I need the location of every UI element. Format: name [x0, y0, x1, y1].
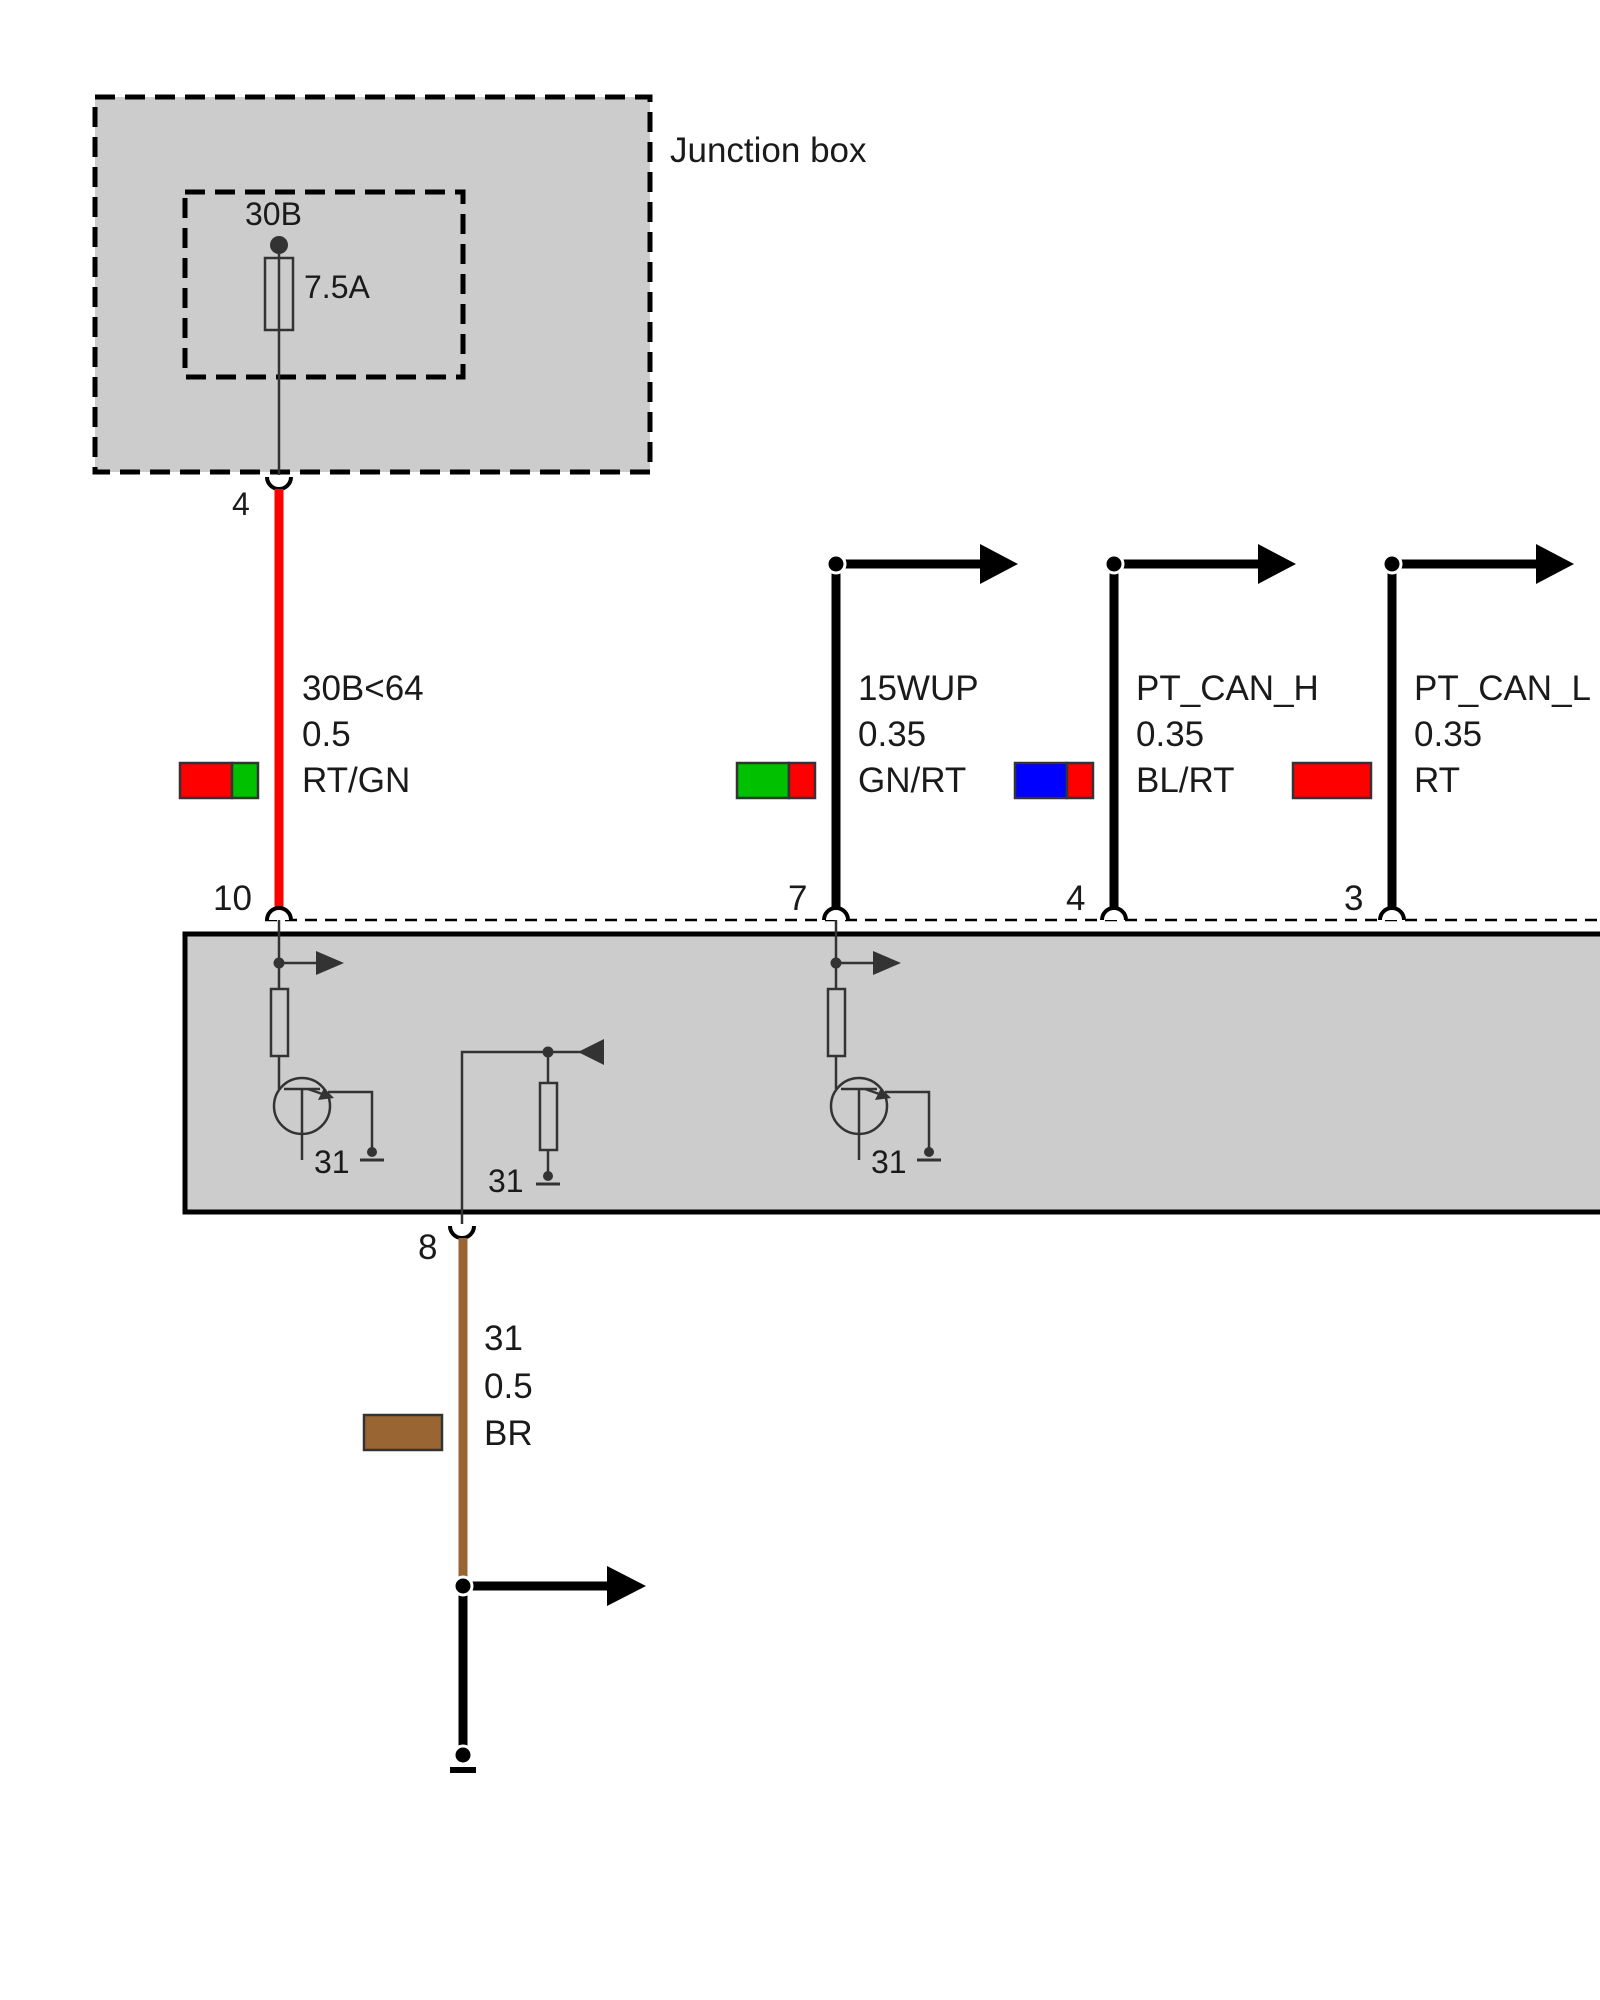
wire-30b-color-swatch [178, 761, 260, 800]
wire-15wup-gauge: 0.35 [858, 715, 926, 754]
wire-ground-color-swatch [362, 1413, 444, 1452]
wire-pt-can-l-continuation-arrow [1536, 544, 1574, 584]
wire-15wup-junction-dot [825, 553, 847, 575]
ground-node [924, 1147, 934, 1157]
wire-pt-can-l-junction-dot [1381, 553, 1403, 575]
wire-pt-can-l-color-code: RT [1414, 761, 1460, 800]
ground-label-1: 31 [314, 1144, 350, 1180]
fuse-rating-label: 7.5A [304, 269, 370, 305]
ground-point-dot [452, 1744, 474, 1766]
control-module-body [182, 931, 1600, 1215]
pin-4-number: 4 [1066, 879, 1085, 918]
internal-signal-arrow-icon [316, 951, 344, 975]
pullup-circuit: 31 [460, 1039, 604, 1224]
ground-splice-continuation-arrow [607, 1566, 646, 1606]
internal-signal-arrow-icon [873, 951, 901, 975]
wire-pt-can-h-gauge: 0.35 [1136, 715, 1204, 754]
pin-10-number: 10 [213, 879, 252, 918]
wire-pt-can-h: PT_CAN_H 0.35 BL/RT [1013, 544, 1319, 914]
wire-ground-signal: 31 [484, 1319, 523, 1358]
junction-box-pin-connector [265, 476, 293, 491]
wire-15wup-color-code: GN/RT [858, 761, 966, 800]
wire-15wup: 15WUP 0.35 GN/RT [735, 544, 1018, 914]
wire-pt-can-l-color-swatch [1291, 761, 1373, 800]
wire-30b-color-code: RT/GN [302, 761, 410, 800]
input-circuit-pin-7: 31 [826, 920, 941, 1180]
pin-4-connector [1100, 906, 1128, 921]
ground-splice-dot [452, 1575, 474, 1597]
wire-30b: 30B<64 0.5 RT/GN [178, 489, 424, 914]
pin-3-connector [1378, 906, 1406, 921]
wire-15wup-color-swatch [735, 761, 817, 800]
wire-30b-gauge: 0.5 [302, 715, 351, 754]
junction-box-pin-number: 4 [232, 486, 250, 522]
module-connector: 10 7 4 3 [213, 879, 1600, 922]
wire-15wup-signal: 15WUP [858, 669, 979, 708]
wire-30b-signal: 30B<64 [302, 669, 424, 708]
wire-pt-can-l-gauge: 0.35 [1414, 715, 1482, 754]
fuse-terminal-label: 30B [245, 196, 302, 232]
control-module: 31 31 [182, 920, 1600, 1224]
wire-pt-can-l-signal: PT_CAN_L [1414, 669, 1591, 708]
wire-pt-can-h-continuation-arrow [1258, 544, 1296, 584]
wire-pt-can-h-color-code: BL/RT [1136, 761, 1235, 800]
input-circuit-pin-10: 31 [269, 920, 384, 1180]
wire-ground-gauge: 0.5 [484, 1367, 533, 1406]
wire-pt-can-h-color-swatch [1013, 761, 1095, 800]
internal-signal-input-arrow-icon [578, 1039, 604, 1065]
wire-pt-can-h-signal: PT_CAN_H [1136, 669, 1319, 708]
wire-ground-color-code: BR [484, 1414, 533, 1453]
junction-box-outline [92, 94, 653, 475]
wire-pt-can-h-junction-dot [1103, 553, 1125, 575]
pin-8-connector [448, 1225, 476, 1240]
junction-box-label: Junction box [670, 131, 867, 170]
wire-15wup-continuation-arrow [980, 544, 1018, 584]
ground-label-2: 31 [488, 1163, 524, 1199]
ground-label-3: 31 [871, 1144, 907, 1180]
pin-10-connector [265, 906, 293, 921]
fuse-holder-outline [182, 189, 466, 380]
wire-ground: 8 31 0.5 BR [362, 1225, 646, 1773]
pin-7-number: 7 [788, 879, 807, 918]
pin-8-number: 8 [418, 1228, 437, 1267]
ground-node [543, 1171, 553, 1181]
pin-7-connector [822, 906, 850, 921]
wire-pt-can-l: PT_CAN_L 0.35 RT [1291, 544, 1591, 914]
pin-3-number: 3 [1344, 879, 1363, 918]
ground-node [367, 1147, 377, 1157]
junction-box: Junction box 30B 7.5A 4 [92, 94, 867, 522]
